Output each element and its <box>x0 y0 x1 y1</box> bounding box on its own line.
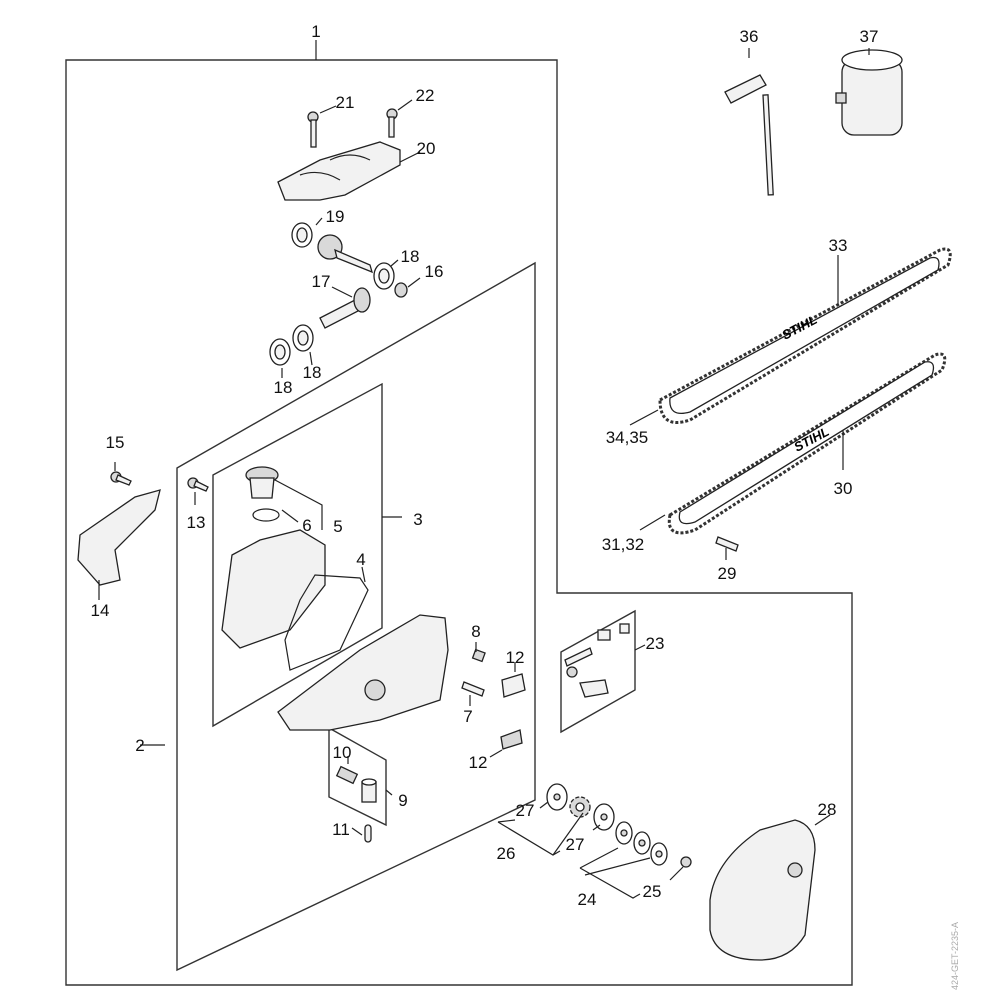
callout-21: 21 <box>336 93 355 112</box>
callout-10: 10 <box>333 743 352 762</box>
screw-13 <box>187 477 209 492</box>
washer-24-a <box>615 821 633 845</box>
grease-tube-37 <box>835 49 903 136</box>
pin-11 <box>364 824 372 843</box>
callout-30: 30 <box>834 479 853 498</box>
screw-25 <box>680 856 692 868</box>
callout-6: 6 <box>302 516 311 535</box>
callout-1: 1 <box>311 22 320 41</box>
cover-14 <box>77 489 161 586</box>
callout-29: 29 <box>718 564 737 583</box>
callout-4: 4 <box>356 550 365 569</box>
sprocket-26 <box>569 796 591 818</box>
assembly-frame-2 <box>176 261 536 972</box>
callout-26: 26 <box>497 844 516 863</box>
stud-7 <box>461 681 485 697</box>
callout-12-b: 12 <box>469 753 488 772</box>
washer-27-b <box>593 803 615 831</box>
screw-21 <box>307 111 319 148</box>
callout-9: 9 <box>398 791 407 810</box>
callout-18-b: 18 <box>274 378 293 397</box>
assembly-frame-1 <box>65 59 853 986</box>
drawing-code: 424-GET-2235-A <box>950 921 960 990</box>
callout-27-b: 27 <box>566 835 585 854</box>
callout-11: 11 <box>332 820 350 839</box>
callout-18-c: 18 <box>303 363 322 382</box>
oil-cap-5 <box>245 466 279 499</box>
callout-19: 19 <box>326 207 345 226</box>
callout-28: 28 <box>818 800 837 819</box>
callout-36: 36 <box>740 27 759 46</box>
plug-10 <box>335 765 359 785</box>
bevel-gear-shaft <box>317 234 373 274</box>
callout-2: 2 <box>135 736 144 755</box>
assembly-frame-9 <box>328 726 387 827</box>
callout-34-35: 34,35 <box>606 428 649 447</box>
shaft-17 <box>319 287 371 329</box>
chain-sprocket-housing <box>277 614 449 731</box>
callout-7: 7 <box>463 707 472 726</box>
callout-16: 16 <box>425 262 444 281</box>
callout-27-a: 27 <box>516 801 535 820</box>
callout-37: 37 <box>860 27 879 46</box>
callout-20: 20 <box>417 139 436 158</box>
slide-12-a <box>501 673 526 698</box>
callout-12-a: 12 <box>506 648 525 667</box>
callout-23: 23 <box>646 634 665 653</box>
ring-16 <box>394 282 408 298</box>
callout-14: 14 <box>91 601 110 620</box>
callout-18-a: 18 <box>401 247 420 266</box>
callout-8: 8 <box>471 622 480 641</box>
bearing-18-right <box>373 262 395 290</box>
washer-24-c <box>650 842 668 866</box>
callout-15: 15 <box>106 433 125 452</box>
washer-27-a <box>546 783 568 811</box>
sprocket-cover-28 <box>709 819 816 961</box>
callout-24: 24 <box>578 890 597 909</box>
callout-3: 3 <box>413 510 422 529</box>
bearing-18-left-a <box>269 338 291 366</box>
bearing-18-left-b <box>292 324 314 352</box>
callout-33: 33 <box>829 236 848 255</box>
callout-17: 17 <box>312 272 331 291</box>
combination-wrench-36 <box>724 74 774 196</box>
nut-8 <box>471 648 486 663</box>
callout-5: 5 <box>333 517 342 536</box>
bearing-19 <box>291 222 313 248</box>
clamp-20 <box>277 141 401 201</box>
callout-31-32: 31,32 <box>602 535 645 554</box>
washer-24-b <box>633 831 651 855</box>
callout-22: 22 <box>416 86 435 105</box>
tensioner-kit-23 <box>564 623 630 698</box>
assembly-frame-23 <box>560 609 636 734</box>
assembly-frame-3 <box>212 382 383 728</box>
callout-13: 13 <box>187 513 206 532</box>
leader-lines <box>98 48 870 899</box>
o-ring-6 <box>252 508 280 522</box>
oil-tank <box>221 529 326 649</box>
screw-22 <box>386 108 398 138</box>
gasket-4 <box>284 574 369 671</box>
bushing-9 <box>361 778 377 803</box>
screw-15 <box>110 471 132 486</box>
guide-bar-33: STIHL <box>658 247 952 424</box>
slide-12-b <box>500 729 523 750</box>
stud-29 <box>715 536 739 552</box>
callout-25: 25 <box>643 882 662 901</box>
